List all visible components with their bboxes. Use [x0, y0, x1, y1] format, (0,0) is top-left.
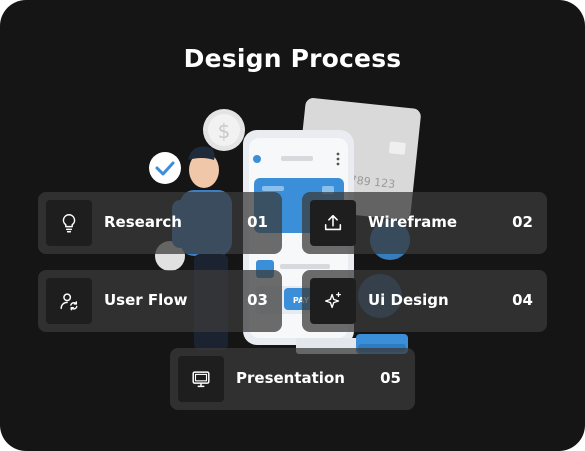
monitor-icon — [192, 371, 210, 388]
step-number: 05 — [380, 369, 401, 387]
step-presentation[interactable]: Presentation 05 — [170, 348, 415, 410]
step-label: User Flow — [104, 291, 188, 309]
step-number: 01 — [247, 213, 268, 231]
check-badge-illustration — [149, 152, 181, 184]
pay-label: PAY — [293, 296, 310, 305]
dollar-icon: $ — [218, 119, 231, 143]
card-number: 789 123 — [349, 173, 396, 191]
step-research[interactable]: Research 01 — [38, 192, 282, 254]
step-label: Research — [104, 213, 182, 231]
step-label: Wireframe — [368, 213, 458, 231]
step-number: 03 — [247, 291, 268, 309]
step-number: 04 — [512, 291, 533, 309]
step-label: Presentation — [236, 369, 345, 387]
upload-icon — [324, 214, 342, 231]
lightbulb-icon — [62, 214, 76, 233]
step-number: 02 — [512, 213, 533, 231]
step-wireframe[interactable]: Wireframe 02 — [302, 192, 547, 254]
coin-illustration: $ — [155, 109, 245, 271]
page-title: Design Process — [183, 44, 402, 73]
user-sync-icon — [60, 293, 78, 311]
sparkle-icon — [324, 292, 341, 309]
step-icon-box — [178, 356, 224, 402]
step-ui-design[interactable]: Ui Design 04 — [302, 270, 547, 332]
step-icon-box — [310, 200, 356, 246]
step-label: Ui Design — [368, 291, 449, 309]
step-icon-box — [46, 278, 92, 324]
step-icon-box — [46, 200, 92, 246]
step-user-flow[interactable]: User Flow 03 — [38, 270, 282, 332]
step-icon-box — [310, 278, 356, 324]
